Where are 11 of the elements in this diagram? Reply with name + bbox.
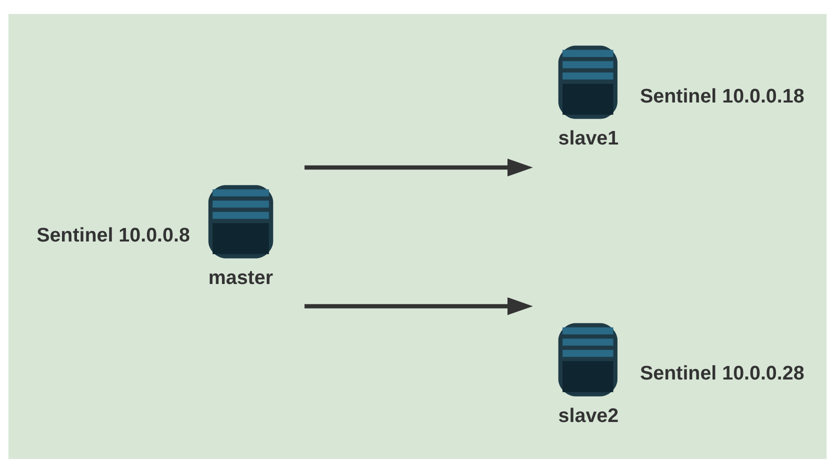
node-box bbox=[558, 322, 618, 396]
node-label: Sentinel 10.0.0.18 bbox=[640, 84, 804, 107]
arrow bbox=[304, 296, 533, 315]
node-label: master bbox=[208, 266, 274, 288]
node-box bbox=[208, 184, 274, 258]
node-label: slave1 bbox=[558, 127, 619, 150]
node-box bbox=[558, 45, 618, 118]
node-label: slave2 bbox=[558, 404, 619, 426]
node-label: Sentinel 10.0.0.28 bbox=[640, 362, 804, 384]
arrow bbox=[304, 158, 533, 176]
node-label: Sentinel 10.0.0.8 bbox=[36, 224, 190, 246]
